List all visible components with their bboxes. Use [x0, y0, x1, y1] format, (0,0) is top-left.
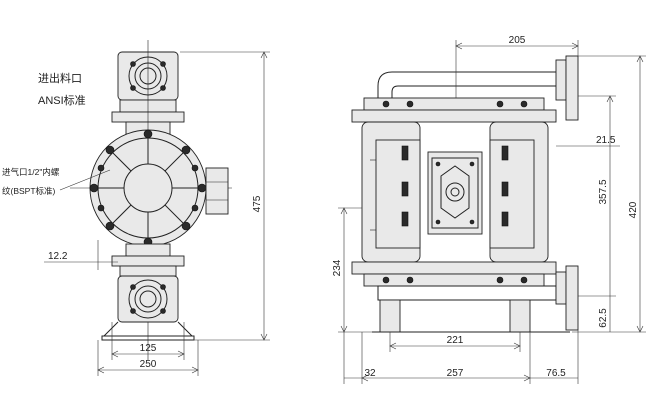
dim-right-height: 420	[628, 201, 639, 218]
dim-left-height: 234	[332, 259, 343, 276]
side-dimensions	[338, 40, 646, 384]
dim-base-width: 250	[140, 359, 157, 370]
front-view	[44, 40, 270, 376]
dim-overall-height: 475	[252, 195, 263, 212]
side-top-manifold	[351, 55, 579, 123]
side-bottom-manifold	[351, 261, 579, 333]
bottom-flange	[101, 243, 195, 341]
dim-left-offset: 32	[364, 368, 376, 379]
inlet-outlet-label-line2: ANSI标准	[38, 93, 86, 107]
side-view	[338, 40, 646, 384]
dim-bottom-offset: 62.5	[598, 308, 609, 328]
side-center-block	[427, 151, 483, 235]
dim-mid-height: 357.5	[598, 179, 609, 204]
front-body	[70, 40, 232, 360]
air-inlet-label-line1: 进气口1/2"内螺	[2, 167, 60, 177]
dim-foot-span: 221	[447, 335, 464, 346]
dim-offset-top: 21.5	[596, 135, 616, 146]
front-dimensions	[44, 51, 270, 376]
dim-right-offset: 76.5	[546, 368, 566, 379]
dim-inner-width: 125	[140, 343, 157, 354]
dim-inlet-offset: 12.2	[48, 251, 68, 262]
side-left-chamber	[361, 121, 421, 263]
air-inlet-label-line2: 纹(BSPT标准)	[2, 186, 56, 196]
inlet-outlet-label-line1: 进出料口	[38, 71, 82, 85]
dim-base-span: 257	[447, 368, 464, 379]
dim-top-width: 205	[509, 35, 526, 46]
side-right-chamber	[489, 121, 549, 263]
